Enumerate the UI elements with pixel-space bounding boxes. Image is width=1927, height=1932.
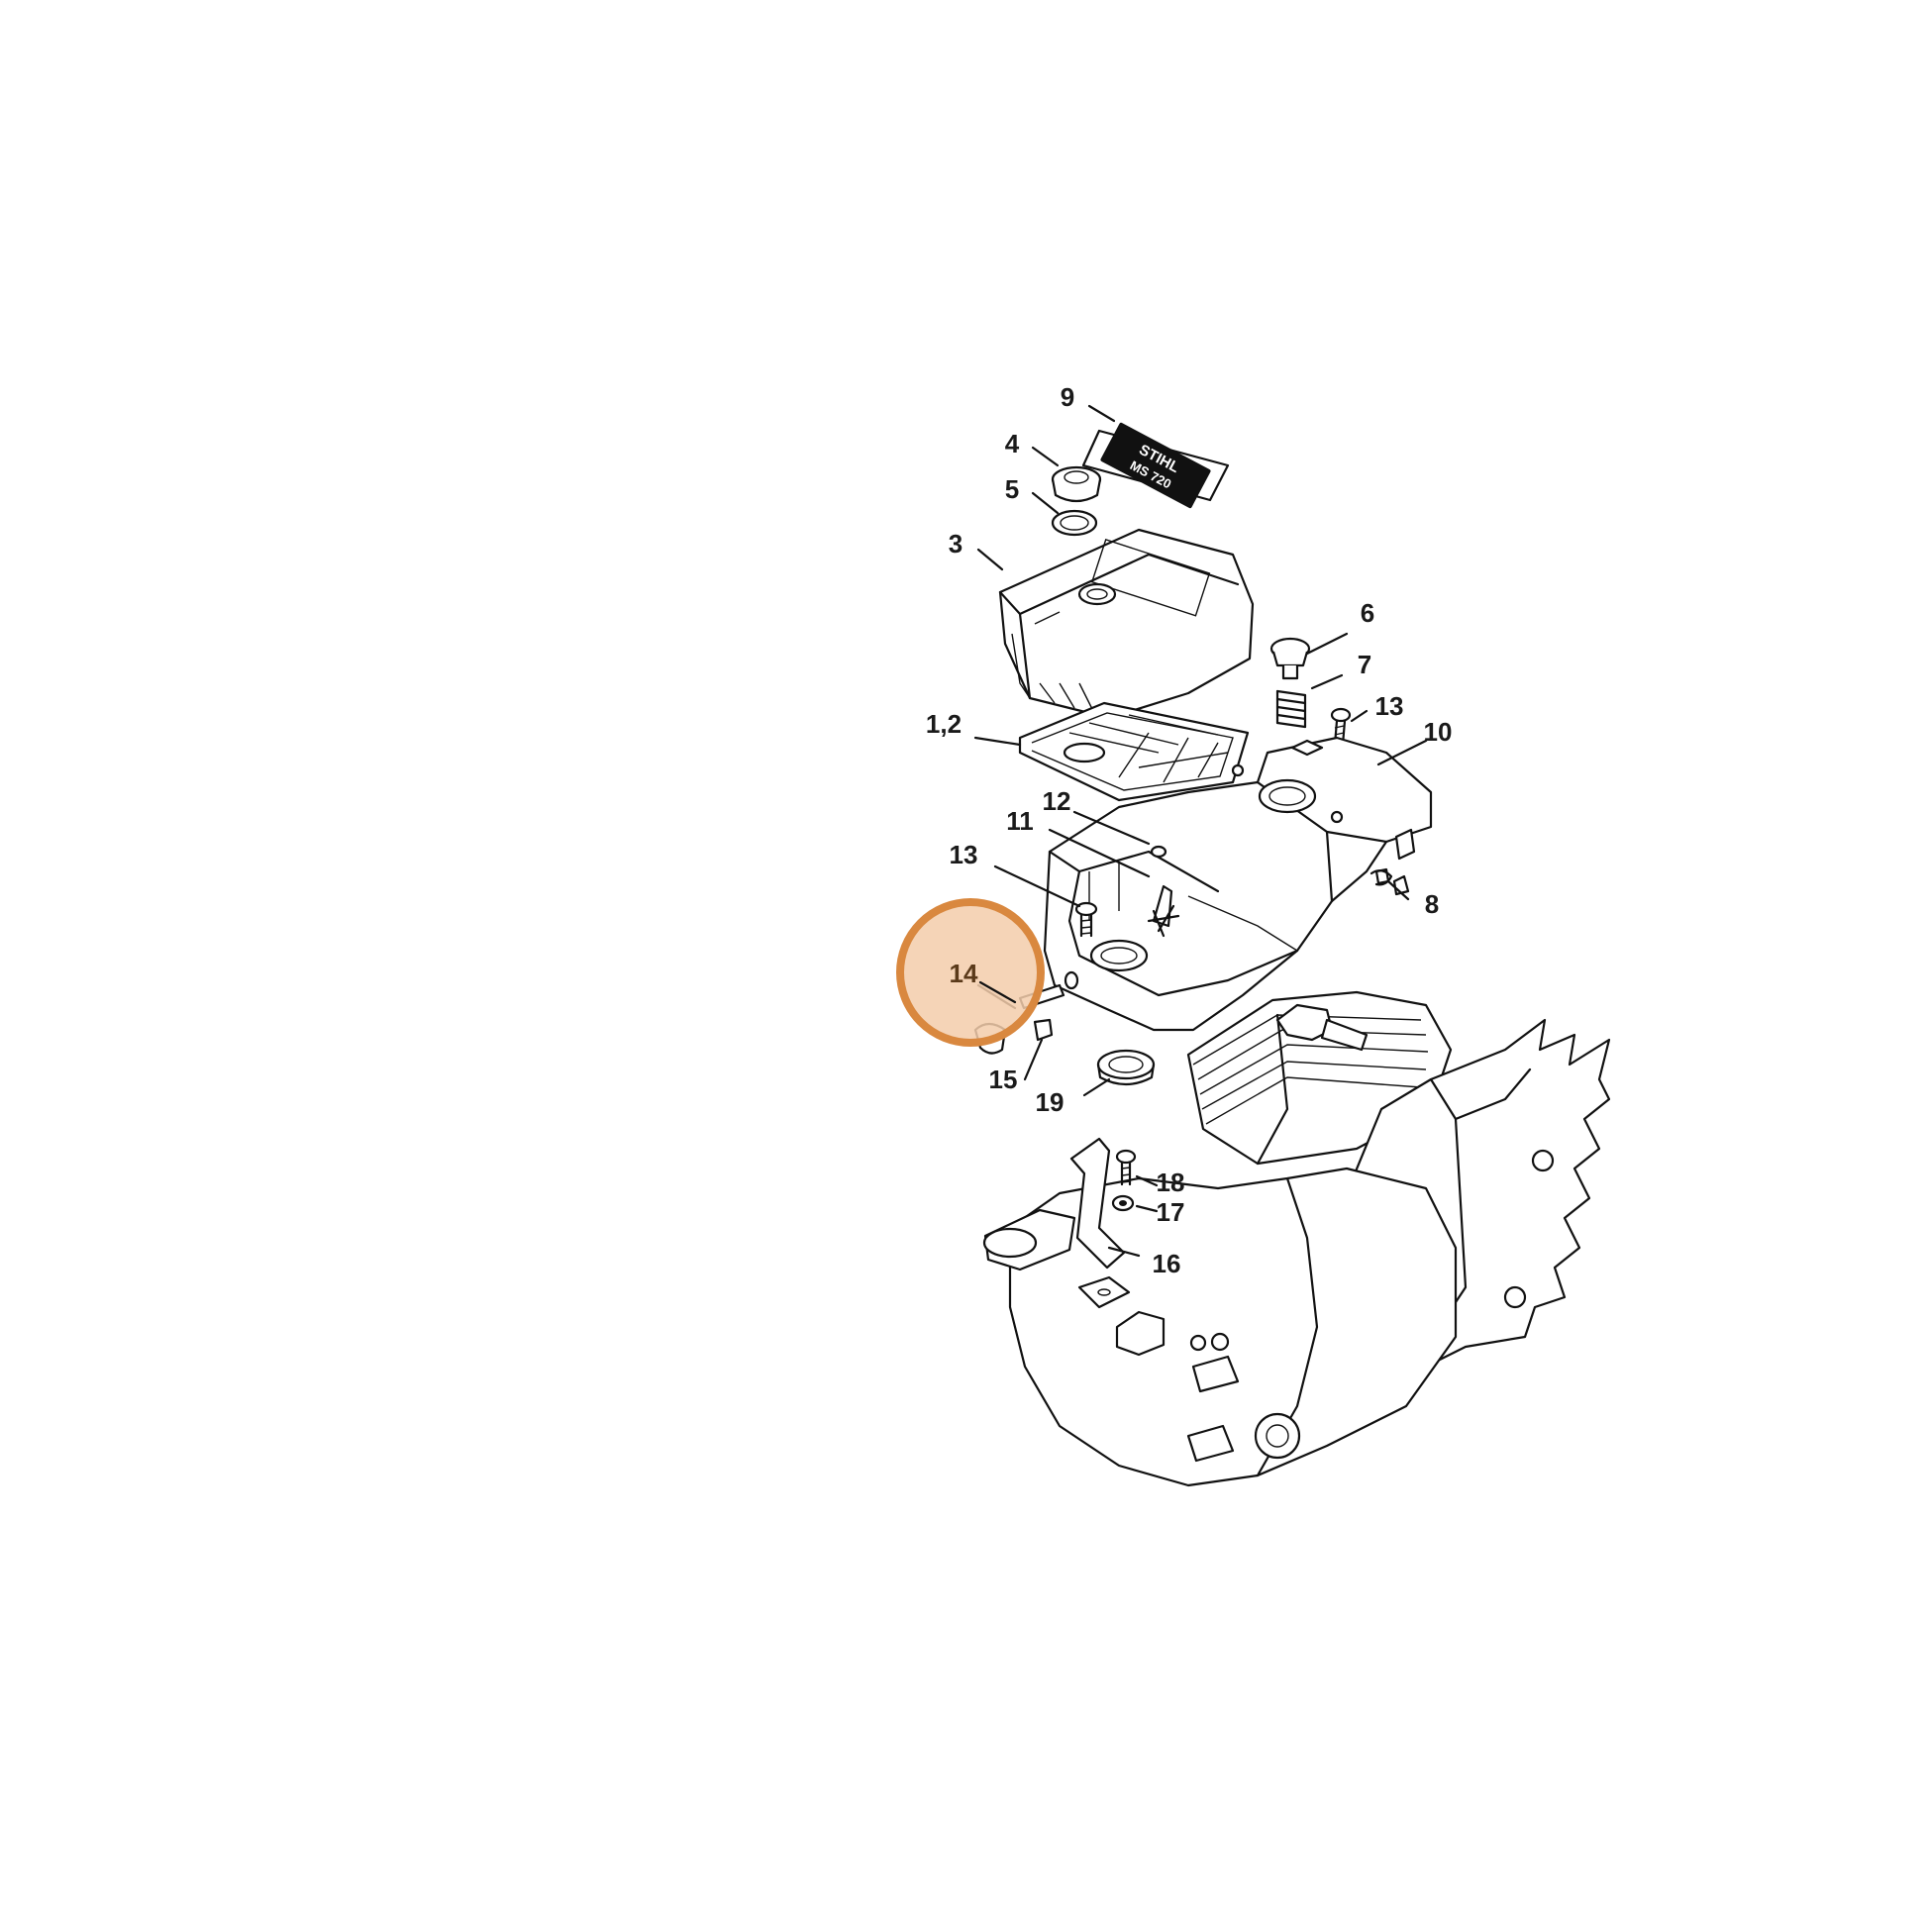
callout-6: 6 [1361,598,1374,628]
engine-body [982,990,1611,1487]
callout-13-lower: 13 [950,840,978,869]
callout-5: 5 [1005,474,1019,504]
screw-part-lower [1074,901,1098,938]
callout-18: 18 [1157,1168,1185,1197]
callout-3: 3 [949,529,963,559]
callout-9: 9 [1061,382,1074,412]
callout-10: 10 [1424,717,1453,747]
callout-11: 11 [1006,806,1034,836]
knob-part [1269,637,1311,680]
screw-part-upper [1330,707,1352,747]
oring-part [1051,509,1098,537]
highlight-circle [896,898,1045,1047]
bolt-part [1115,1149,1137,1186]
callout-17: 17 [1157,1197,1185,1227]
cap-part [1051,465,1102,503]
callout-7: 7 [1358,650,1371,679]
callout-1-2: 1,2 [926,709,962,739]
leader-14 [978,980,1017,1004]
callout-labels: 9 4 5 3 6 7 13 10 1,2 12 11 13 8 14 15 1… [926,382,1453,1278]
grommet-part [1096,1049,1156,1086]
callout-4: 4 [1005,429,1020,458]
callout-13-upper: 13 [1375,691,1404,721]
callout-8: 8 [1425,889,1439,919]
callout-19: 19 [1036,1087,1065,1117]
callout-14: 14 [950,959,978,988]
spring-part [1275,689,1307,729]
decal-part: STIHL MS 720 [1081,422,1230,509]
clip-part [1369,869,1393,886]
callout-15: 15 [989,1065,1018,1094]
air-filter-part [1018,701,1250,802]
leader-lines [973,404,1428,1258]
callout-16: 16 [1153,1249,1181,1278]
washer-part [1111,1194,1135,1212]
callout-12: 12 [1043,786,1071,816]
top-cover-part [998,528,1255,720]
